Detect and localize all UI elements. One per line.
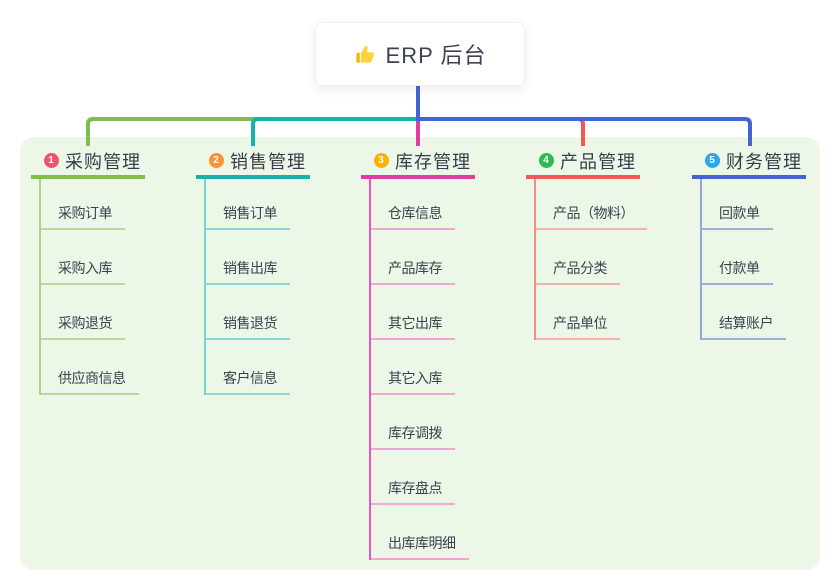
child-row: 销售退货 — [206, 285, 290, 340]
branch-node[interactable]: 5 财务管理 — [692, 146, 806, 179]
child-row: 产品（物料） — [536, 179, 647, 230]
child-node[interactable]: 其它入库 — [371, 368, 455, 395]
child-node[interactable]: 其它出库 — [371, 313, 455, 340]
child-row: 付款单 — [702, 230, 786, 285]
child-node[interactable]: 产品分类 — [536, 258, 620, 285]
branch-badge: 4 — [539, 153, 554, 168]
branch-node[interactable]: 4 产品管理 — [526, 146, 640, 179]
child-row: 采购订单 — [41, 179, 139, 230]
child-node[interactable]: 客户信息 — [206, 368, 290, 395]
child-node[interactable]: 供应商信息 — [41, 368, 139, 395]
child-row: 产品分类 — [536, 230, 647, 285]
branch-3: 3 库存管理仓库信息产品库存其它出库其它入库库存调拨库存盘点出库库明细 — [361, 146, 475, 560]
child-node[interactable]: 产品库存 — [371, 258, 455, 285]
child-node[interactable]: 销售订单 — [206, 203, 290, 230]
child-row: 采购退货 — [41, 285, 139, 340]
branch-children: 仓库信息产品库存其它出库其它入库库存调拨库存盘点出库库明细 — [369, 179, 469, 560]
branches-panel — [20, 137, 820, 570]
thumbs-up-icon — [354, 43, 377, 66]
branch-label: 销售管理 — [230, 151, 306, 172]
branch-badge: 3 — [374, 153, 389, 168]
branch-5: 5 财务管理回款单付款单结算账户 — [692, 146, 806, 340]
child-node[interactable]: 回款单 — [702, 203, 773, 230]
child-node[interactable]: 出库库明细 — [371, 533, 469, 560]
branch-label: 采购管理 — [65, 151, 141, 172]
root-node-label: ERP 后台 — [385, 43, 487, 68]
branch-badge: 5 — [705, 153, 720, 168]
branch-children: 销售订单销售出库销售退货客户信息 — [204, 179, 290, 395]
child-node[interactable]: 库存盘点 — [371, 478, 455, 505]
root-node[interactable]: ERP 后台 — [315, 22, 525, 86]
child-node[interactable]: 销售出库 — [206, 258, 290, 285]
child-row: 结算账户 — [702, 285, 786, 340]
child-row: 回款单 — [702, 179, 786, 230]
child-row: 库存盘点 — [371, 450, 469, 505]
branch-1: 1 采购管理采购订单采购入库采购退货供应商信息 — [31, 146, 145, 395]
branch-node[interactable]: 3 库存管理 — [361, 146, 475, 179]
branch-node[interactable]: 2 销售管理 — [196, 146, 310, 179]
child-row: 采购入库 — [41, 230, 139, 285]
branch-badge: 1 — [44, 153, 59, 168]
child-row: 出库库明细 — [371, 505, 469, 560]
child-row: 其它出库 — [371, 285, 469, 340]
child-row: 供应商信息 — [41, 340, 139, 395]
child-node[interactable]: 库存调拨 — [371, 423, 455, 450]
child-node[interactable]: 产品单位 — [536, 313, 620, 340]
child-node[interactable]: 结算账户 — [702, 313, 786, 340]
child-node[interactable]: 付款单 — [702, 258, 773, 285]
child-row: 销售出库 — [206, 230, 290, 285]
child-node[interactable]: 采购退货 — [41, 313, 125, 340]
child-row: 产品单位 — [536, 285, 647, 340]
child-row: 仓库信息 — [371, 179, 469, 230]
branch-children: 采购订单采购入库采购退货供应商信息 — [39, 179, 139, 395]
child-node[interactable]: 销售退货 — [206, 313, 290, 340]
branch-badge: 2 — [209, 153, 224, 168]
branch-node[interactable]: 1 采购管理 — [31, 146, 145, 179]
branch-children: 回款单付款单结算账户 — [700, 179, 786, 340]
child-row: 客户信息 — [206, 340, 290, 395]
child-row: 产品库存 — [371, 230, 469, 285]
child-node[interactable]: 采购订单 — [41, 203, 125, 230]
child-node[interactable]: 产品（物料） — [536, 203, 647, 230]
branch-2: 2 销售管理销售订单销售出库销售退货客户信息 — [196, 146, 310, 395]
branch-4: 4 产品管理产品（物料） 产品分类产品单位 — [526, 146, 647, 340]
child-row: 库存调拨 — [371, 395, 469, 450]
child-row: 销售订单 — [206, 179, 290, 230]
branch-label: 产品管理 — [560, 151, 636, 172]
branch-label: 库存管理 — [395, 151, 471, 172]
child-row: 其它入库 — [371, 340, 469, 395]
child-node[interactable]: 采购入库 — [41, 258, 125, 285]
branch-children: 产品（物料） 产品分类产品单位 — [534, 179, 647, 340]
branch-label: 财务管理 — [726, 151, 802, 172]
child-node[interactable]: 仓库信息 — [371, 203, 455, 230]
